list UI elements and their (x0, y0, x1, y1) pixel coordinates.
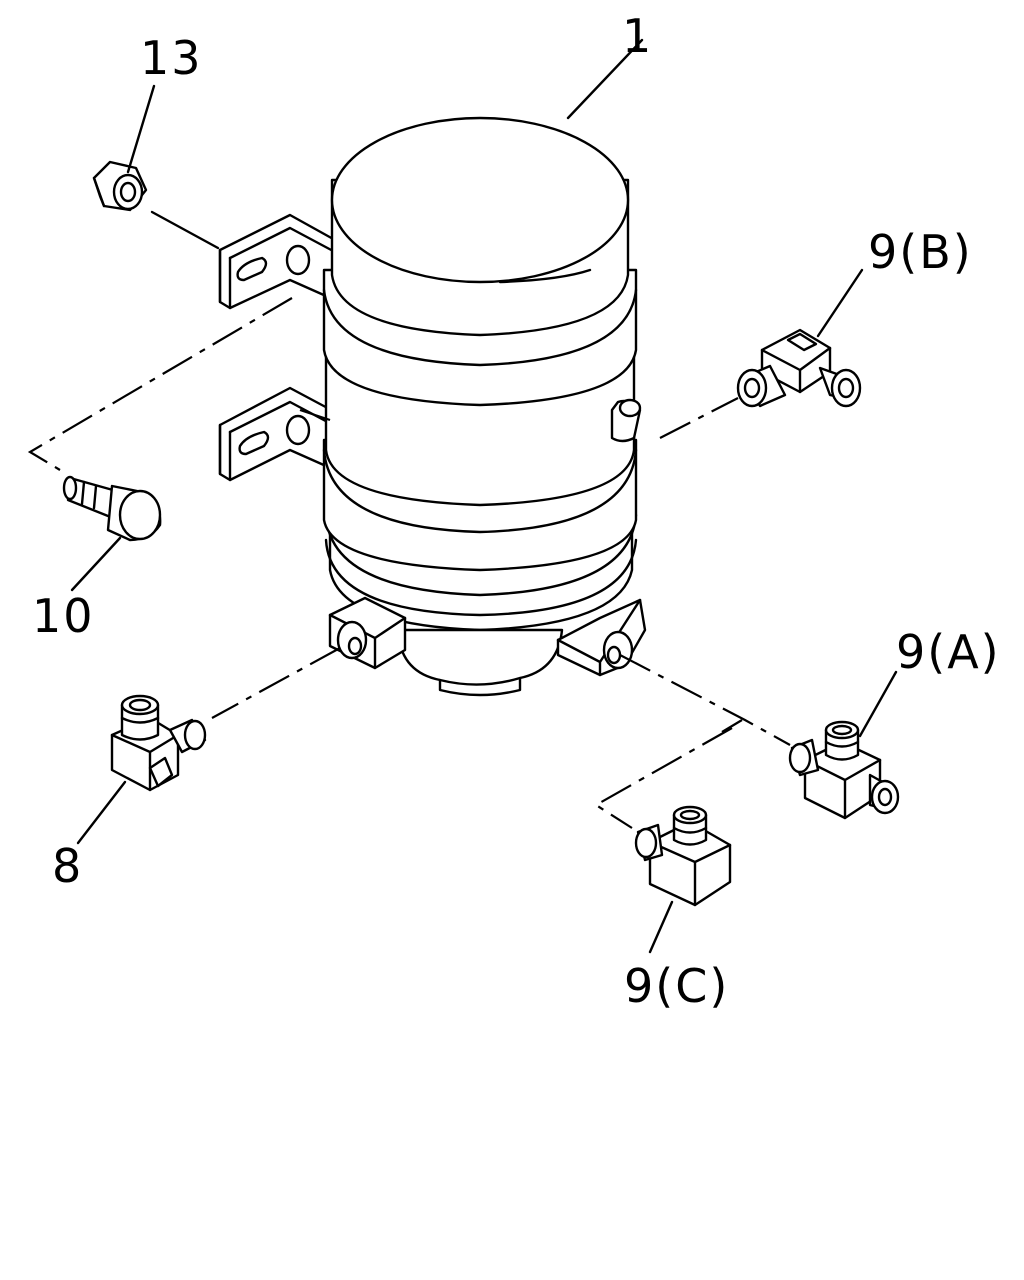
tee-fitting-9a (788, 720, 900, 820)
nut-13 (92, 160, 148, 212)
callout-labels: 1 13 10 8 9(B) 9(A) 9(C) (32, 9, 1001, 1013)
assembly-lines (27, 38, 791, 829)
tee-fitting-9b (736, 328, 862, 408)
receiver-tank (322, 116, 642, 697)
callout-part-9a: 9(A) (896, 625, 1001, 679)
elbow-fitting-9c (634, 805, 732, 907)
inlet-port-block (328, 596, 407, 670)
bolt-10 (62, 475, 162, 542)
elbow-fitting-8 (110, 694, 207, 792)
callout-part-13: 13 (140, 31, 203, 85)
upper-mounting-bracket (218, 213, 337, 310)
callout-part-9b: 9(B) (868, 225, 973, 279)
callout-part-9c: 9(C) (624, 959, 729, 1013)
lower-mounting-bracket (218, 386, 337, 482)
callout-part-1: 1 (622, 9, 653, 63)
callout-part-10: 10 (32, 589, 95, 643)
callout-part-8: 8 (52, 839, 83, 893)
leader-lines (70, 84, 898, 954)
